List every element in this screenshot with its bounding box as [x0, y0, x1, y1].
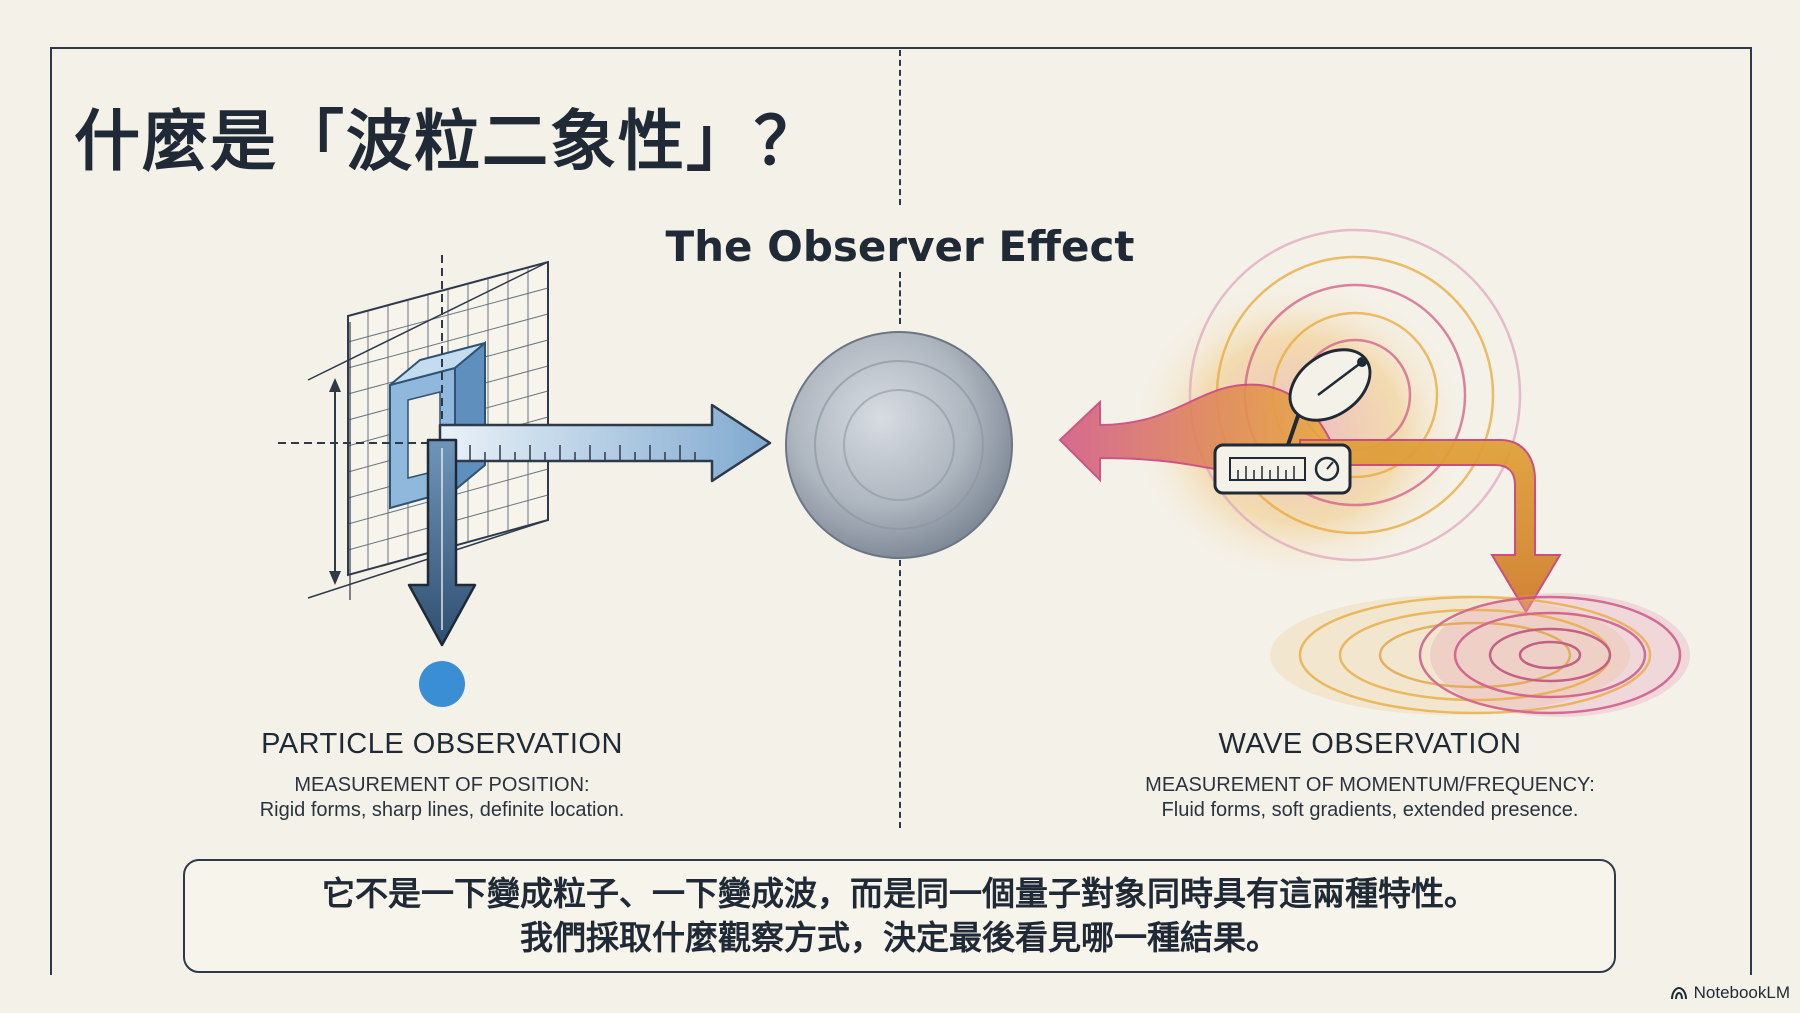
satellite-dish-icon — [1213, 348, 1372, 495]
page-title: 什麼是「波粒二象性」？ — [74, 103, 822, 180]
center-divider — [899, 50, 901, 205]
particle-observation-title: PARTICLE OBSERVATION — [261, 728, 623, 760]
particle-measurement-detail: Rigid forms, sharp lines, definite locat… — [259, 799, 625, 821]
wave-measurement-detail: Fluid forms, soft gradients, extended pr… — [1161, 799, 1579, 821]
wave-ripples — [1270, 593, 1690, 717]
brand-label: NotebookLM — [1693, 983, 1790, 1002]
down-arrow — [407, 438, 477, 647]
frame-left-border — [50, 47, 52, 975]
conclusion-line-2: 我們採取什麼觀察方式，決定最後看見哪一種結果。 — [520, 918, 1279, 957]
center-divider — [899, 272, 901, 324]
wave-observation-title: WAVE OBSERVATION — [1218, 728, 1522, 760]
wave-measurement-label: MEASUREMENT OF MOMENTUM/FREQUENCY: — [1145, 774, 1595, 796]
quantum-sphere — [785, 331, 1013, 559]
frame-top-border — [50, 47, 1752, 49]
center-divider — [899, 560, 901, 828]
conclusion-line-1: 它不是一下變成粒子、一下變成波，而是同一個量子對象同時具有這兩種特性。 — [322, 874, 1477, 913]
wave-observation-description: MEASUREMENT OF MOMENTUM/FREQUENCY: Fluid… — [1070, 773, 1670, 823]
notebooklm-watermark: NotebookLM — [1670, 983, 1790, 1003]
particle-observation-description: MEASUREMENT OF POSITION: Rigid forms, sh… — [142, 773, 742, 823]
frame-right-border — [1750, 47, 1752, 975]
ruler-arrow — [438, 403, 772, 483]
particle-dot — [419, 661, 465, 707]
notebooklm-logo-icon — [1670, 986, 1687, 1000]
wave-observation-label: WAVE OBSERVATION MEASUREMENT OF MOMENTUM… — [1070, 728, 1670, 823]
observer-effect-title: The Observer Effect — [665, 222, 1135, 271]
conclusion-box: 它不是一下變成粒子、一下變成波，而是同一個量子對象同時具有這兩種特性。 我們採取… — [183, 859, 1616, 973]
particle-measurement-label: MEASUREMENT OF POSITION: — [294, 774, 590, 796]
particle-observation-label: PARTICLE OBSERVATION MEASUREMENT OF POSI… — [142, 728, 742, 823]
